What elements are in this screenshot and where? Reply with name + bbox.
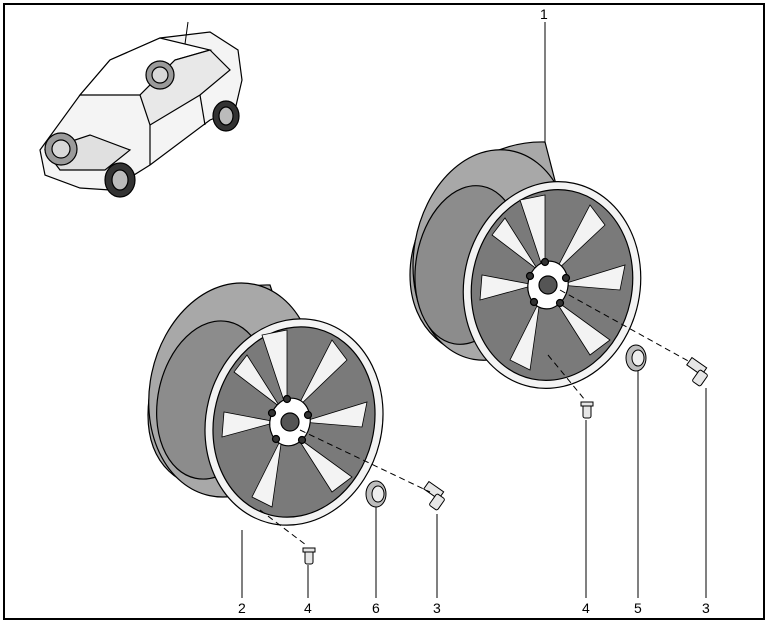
- callout-3-left: 3: [433, 600, 441, 616]
- assembly-axes: [259, 289, 691, 546]
- valve-right: [580, 401, 594, 419]
- callout-6: 6: [372, 600, 380, 616]
- car-thumbnail: [39, 21, 243, 198]
- wheel-right: [409, 141, 642, 389]
- callout-leaders: [241, 22, 707, 598]
- valve-left: [302, 547, 316, 565]
- wheel-bolt-right: [686, 356, 708, 387]
- callout-4-right: 4: [582, 600, 590, 616]
- wheel-left: [147, 282, 384, 526]
- hub-cap-right: [625, 344, 647, 372]
- callout-2: 2: [238, 600, 246, 616]
- callout-4-left: 4: [304, 600, 312, 616]
- callout-3-right: 3: [702, 600, 710, 616]
- wheel-bolt-left: [423, 480, 445, 511]
- callout-5: 5: [634, 600, 642, 616]
- callout-1: 1: [540, 6, 548, 22]
- hub-cap-left: [365, 480, 387, 508]
